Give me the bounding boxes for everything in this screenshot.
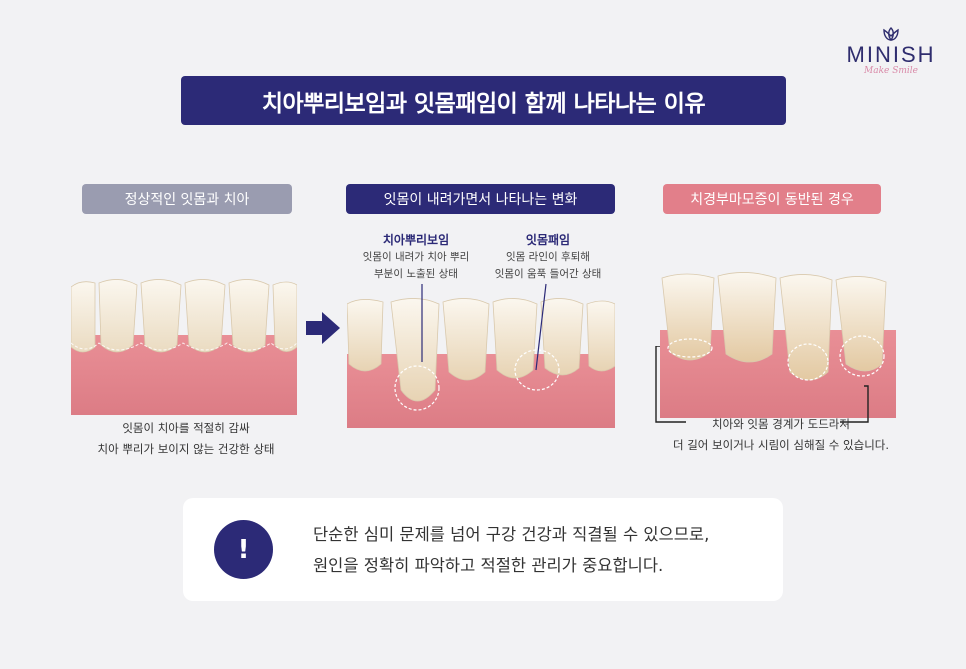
- notice-box: ! 단순한 심미 문제를 넘어 구강 건강과 직결될 수 있으므로, 원인을 정…: [183, 498, 783, 601]
- root-exposure-desc-line: 잇몸이 내려가 치아 뿌리: [362, 251, 470, 263]
- root-exposure-desc: 잇몸이 내려가 치아 뿌리 부분이 노출된 상태: [346, 249, 486, 283]
- callout-pointer-lines: [421, 283, 547, 371]
- caption-bracket: [655, 346, 869, 423]
- healthy-caption-line: 치아 뿌리가 보이지 않는 건강한 상태: [97, 442, 275, 456]
- healthy-teeth-illustration: [71, 275, 297, 415]
- stage-normal-label: 정상적인 잇몸과 치아: [82, 184, 292, 214]
- gum-recession-title: 잇몸패임: [525, 233, 571, 247]
- gum-recession-desc: 잇몸 라인이 후퇴해 잇몸이 움푹 들어간 상태: [478, 249, 618, 283]
- arrow-right-icon: [306, 312, 340, 344]
- abrasion-teeth-illustration: [660, 268, 896, 418]
- root-exposure-title: 치아뿌리보임: [382, 233, 450, 247]
- abrasion-caption: 치아와 잇몸 경계가 도드라져 더 길어 보이거나 시림이 심해질 수 있습니다…: [660, 414, 902, 456]
- healthy-caption-line: 잇몸이 치아를 적절히 감싸: [122, 421, 250, 435]
- gum-recession-pointer: [535, 283, 547, 371]
- abrasion-caption-line: 치아와 잇몸 경계가 도드라져: [712, 417, 850, 431]
- page-title: 치아뿌리보임과 잇몸패임이 함께 나타나는 이유: [181, 76, 786, 125]
- abrasion-caption-line: 더 길어 보이거나 시림이 심해질 수 있습니다.: [672, 438, 890, 452]
- gum-recession-desc-line: 잇몸이 움푹 들어간 상태: [494, 268, 602, 280]
- stage-recession-label: 잇몸이 내려가면서 나타나는 변화: [346, 184, 615, 214]
- gum-recession-desc-line: 잇몸 라인이 후퇴해: [506, 251, 590, 263]
- brand-logo: MINISH Make Smile: [846, 26, 936, 76]
- notice-line: 단순한 심미 문제를 넘어 구강 건강과 직결될 수 있으므로,: [313, 525, 710, 544]
- notice-text: 단순한 심미 문제를 넘어 구강 건강과 직결될 수 있으므로, 원인을 정확히…: [313, 519, 709, 581]
- stage-abrasion-label: 치경부마모증이 동반된 경우: [663, 184, 881, 214]
- healthy-caption: 잇몸이 치아를 적절히 감싸 치아 뿌리가 보이지 않는 건강한 상태: [72, 418, 300, 460]
- exclamation-icon: !: [214, 520, 273, 579]
- notice-line: 원인을 정확히 파악하고 적절한 관리가 중요합니다.: [313, 556, 664, 575]
- recession-teeth-illustration: [347, 294, 615, 428]
- root-exposure-desc-line: 부분이 노출된 상태: [374, 268, 458, 280]
- brand-tagline: Make Smile: [863, 66, 918, 76]
- brand-name: MINISH: [846, 42, 936, 67]
- tulip-logo-icon: [883, 27, 899, 42]
